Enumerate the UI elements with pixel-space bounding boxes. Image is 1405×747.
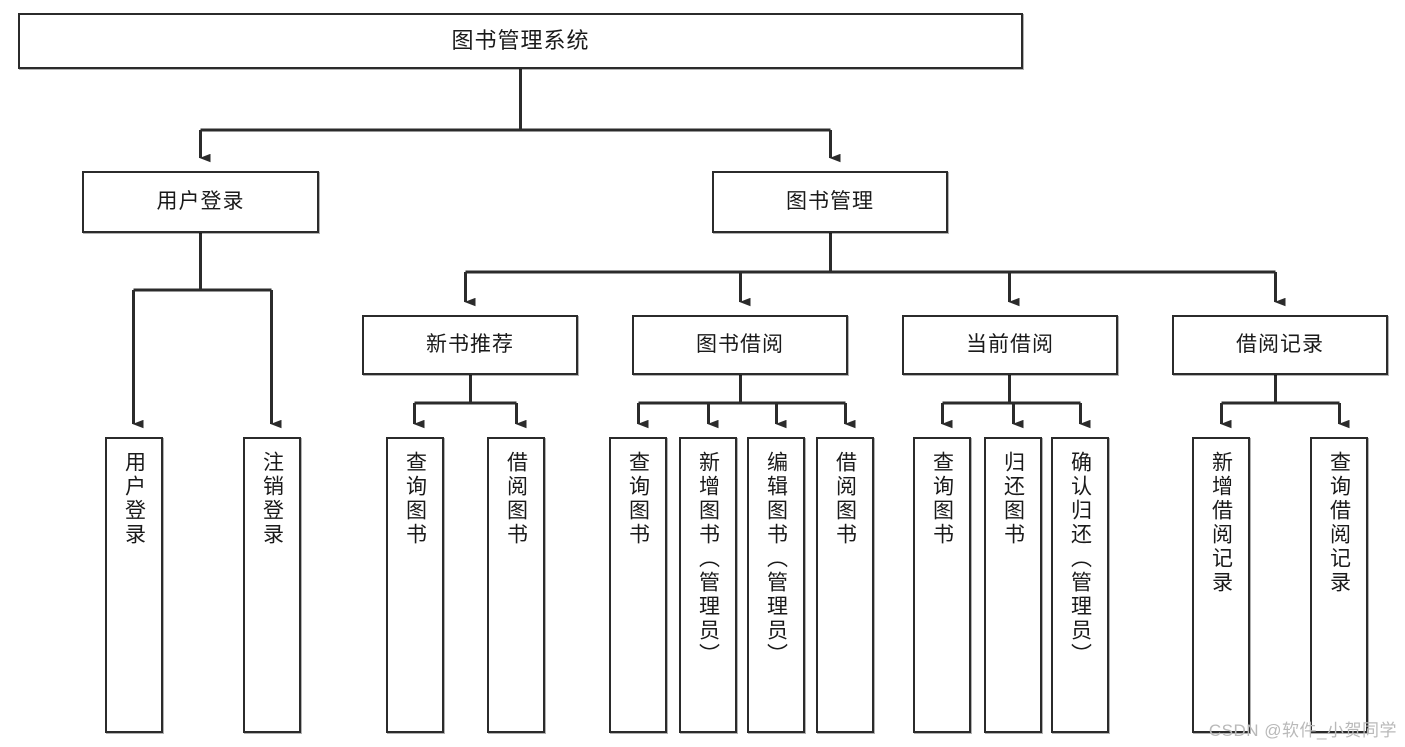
node-leaf-borrow-book-2[interactable]: 借阅图书 (816, 437, 874, 733)
node-user-login[interactable]: 用户登录 (82, 171, 319, 233)
node-root-label: 图书管理系统 (451, 28, 590, 54)
node-leaf-edit-book[interactable]: 编辑图书（管理员） (747, 437, 805, 733)
node-leaf-logout[interactable]: 注销登录 (243, 437, 301, 733)
node-leaf-query-book-2[interactable]: 查询图书 (609, 437, 667, 733)
node-leaf-add-record-label: 新增借阅记录 (1209, 451, 1233, 595)
node-leaf-query-record[interactable]: 查询借阅记录 (1310, 437, 1368, 733)
node-leaf-confirm-return[interactable]: 确认归还（管理员） (1051, 437, 1109, 733)
node-leaf-return-book[interactable]: 归还图书 (984, 437, 1042, 733)
node-new-book-recommend-label: 新书推荐 (426, 332, 514, 356)
node-leaf-query-record-label: 查询借阅记录 (1327, 451, 1351, 595)
node-new-book-recommend[interactable]: 新书推荐 (362, 315, 578, 375)
node-leaf-confirm-return-label: 确认归还（管理员） (1068, 451, 1092, 667)
node-root[interactable]: 图书管理系统 (18, 13, 1023, 69)
node-leaf-edit-book-label: 编辑图书（管理员） (764, 451, 788, 667)
node-user-login-label: 用户登录 (156, 189, 245, 213)
node-leaf-query-book-1[interactable]: 查询图书 (386, 437, 444, 733)
node-leaf-user-login[interactable]: 用户登录 (105, 437, 163, 733)
node-book-manage-label: 图书管理 (786, 189, 874, 213)
node-borrow-record[interactable]: 借阅记录 (1172, 315, 1388, 375)
node-leaf-add-book-label: 新增图书（管理员） (696, 451, 720, 667)
node-leaf-query-book-3[interactable]: 查询图书 (913, 437, 971, 733)
node-leaf-return-book-label: 归还图书 (1001, 451, 1025, 547)
node-leaf-add-record[interactable]: 新增借阅记录 (1192, 437, 1250, 733)
node-book-borrow-label: 图书借阅 (696, 332, 784, 356)
node-leaf-borrow-book-2-label: 借阅图书 (833, 451, 857, 547)
node-leaf-query-book-2-label: 查询图书 (626, 451, 650, 547)
node-leaf-borrow-book-1[interactable]: 借阅图书 (487, 437, 545, 733)
node-current-borrow[interactable]: 当前借阅 (902, 315, 1118, 375)
node-current-borrow-label: 当前借阅 (966, 332, 1054, 356)
node-leaf-add-book[interactable]: 新增图书（管理员） (679, 437, 737, 733)
node-leaf-logout-label: 注销登录 (260, 451, 284, 547)
node-book-borrow[interactable]: 图书借阅 (632, 315, 848, 375)
node-book-manage[interactable]: 图书管理 (712, 171, 948, 233)
node-leaf-borrow-book-1-label: 借阅图书 (504, 451, 528, 547)
csdn-watermark: CSDN @软件_小贺同学 (1208, 721, 1397, 740)
node-leaf-user-login-label: 用户登录 (122, 451, 146, 547)
node-borrow-record-label: 借阅记录 (1236, 332, 1324, 356)
node-leaf-query-book-3-label: 查询图书 (930, 451, 954, 547)
node-leaf-query-book-1-label: 查询图书 (403, 451, 427, 547)
